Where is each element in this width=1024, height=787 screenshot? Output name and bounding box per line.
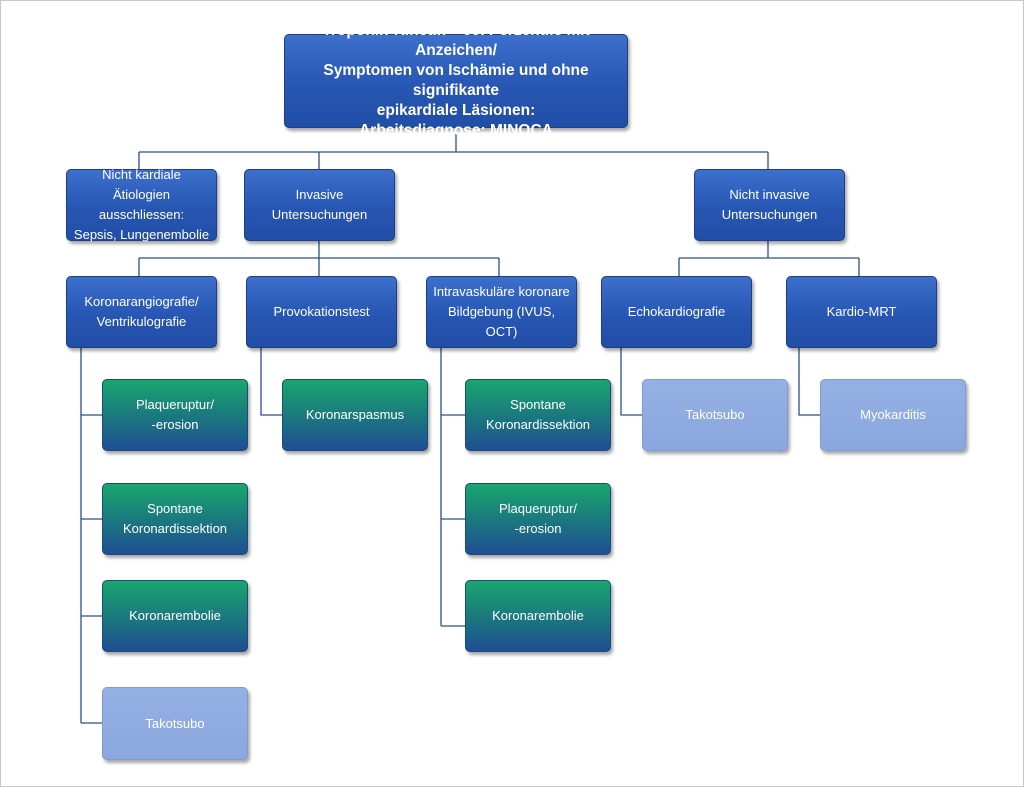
echocardiography-box: Echokardiografie — [601, 276, 752, 348]
provocation-test-box: Provokationstest — [246, 276, 397, 348]
angio-coronary-embolism-box: Koronarembolie — [102, 580, 248, 652]
angio-takotsubo-box: Takotsubo — [102, 687, 248, 760]
intravascular-spontaneous-dissection-box: Spontane Koronardissektion — [465, 379, 611, 451]
angio-spontaneous-dissection-box: Spontane Koronardissektion — [102, 483, 248, 555]
echo-takotsubo-box: Takotsubo — [642, 379, 788, 451]
connector-echo-trunk — [620, 348, 642, 416]
root-minoca-box: Troponin-Kinetik > 99. Perzentile mit An… — [284, 22, 628, 139]
coronary-angiography-box: Koronarangiografie/ Ventrikulografie — [66, 276, 217, 348]
intravascular-coronary-embolism-box: Koronarembolie — [465, 580, 611, 652]
provocation-spasm-box: Koronarspasmus — [282, 379, 428, 451]
non-cardiac-box: Nicht kardiale Ätiologien ausschliessen:… — [66, 167, 217, 242]
non-invasive-box: Nicht invasive Untersuchungen — [694, 169, 845, 241]
connector-mrt-trunk — [798, 348, 820, 416]
invasive-box: Invasive Untersuchungen — [244, 169, 395, 241]
connector-provocation-trunk — [260, 348, 282, 416]
mrt-myocarditis-box: Myokarditis — [820, 379, 966, 451]
cardio-mrt-box: Kardio-MRT — [786, 276, 937, 348]
angio-plaque-rupture-box: Plaqueruptur/ -erosion — [102, 379, 248, 451]
intravascular-imaging-box: Intravaskuläre koronare Bildgebung (IVUS… — [426, 276, 577, 348]
intravascular-plaque-rupture-box: Plaqueruptur/ -erosion — [465, 483, 611, 555]
